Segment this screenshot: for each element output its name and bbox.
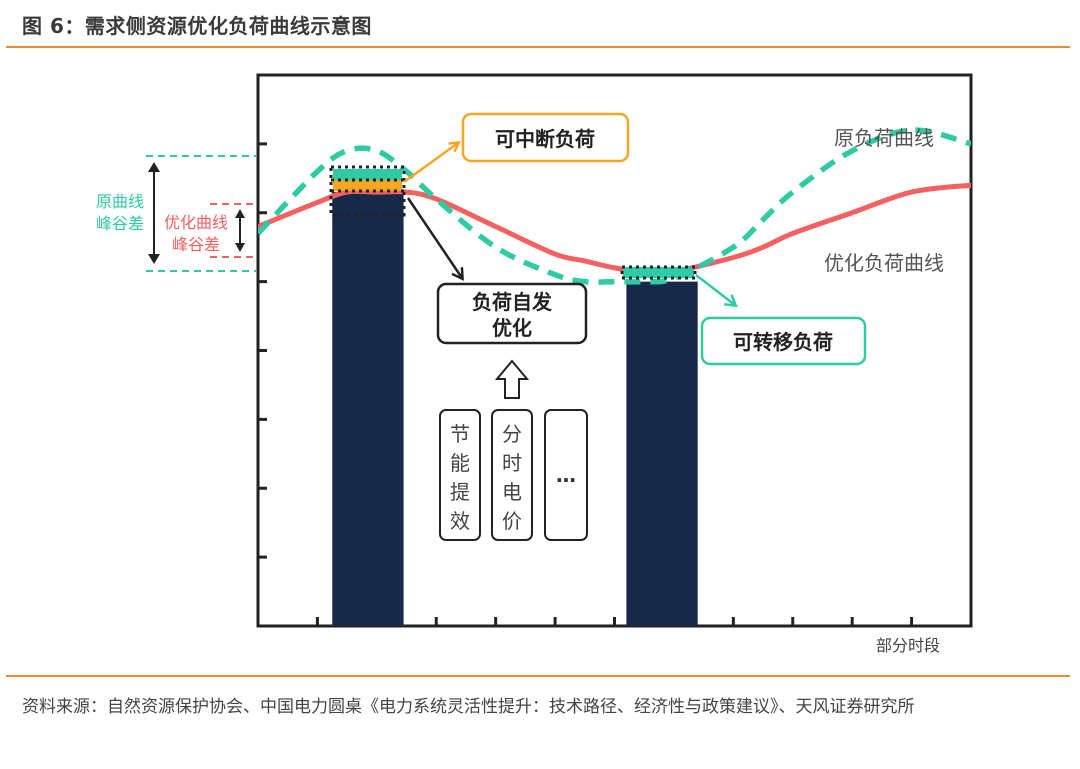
transferable-load-label: 可转移负荷 xyxy=(733,330,833,354)
measure-char: 提 xyxy=(450,480,470,504)
measure-char: 节 xyxy=(450,422,470,446)
spontaneous-arrow xyxy=(406,197,462,278)
measure-char: 分 xyxy=(502,422,522,446)
original-load-curve xyxy=(258,127,971,285)
measure-others: … xyxy=(544,409,588,541)
orig-diff-label-2: 峰谷差 xyxy=(96,214,144,233)
title-divider xyxy=(6,46,1070,48)
optimized-load-curve xyxy=(258,182,971,275)
valley-transferable-band xyxy=(623,267,694,278)
valley-period-bar xyxy=(626,281,698,626)
source-note: 资料来源：自然资源保护协会、中国电力圆桌《电力系统灵活性提升：技术路径、经济性与… xyxy=(22,697,915,717)
valley-dotted-frame xyxy=(620,265,697,280)
orig-diff-label-1: 原曲线 xyxy=(96,192,144,211)
opt-diff-arrow-head-down xyxy=(235,243,245,252)
ellipsis-label: … xyxy=(556,463,576,487)
interruptible-band xyxy=(333,180,402,191)
peak-transferable-band xyxy=(333,169,402,180)
interruptible-arrow xyxy=(403,143,458,184)
bars-group xyxy=(332,192,698,626)
source-divider xyxy=(6,675,1070,677)
measure-char: 效 xyxy=(450,509,470,533)
up-arrow-icon xyxy=(494,359,530,399)
interruptible-load-label: 可中断负荷 xyxy=(495,127,595,151)
original-curve-label: 原负荷曲线 xyxy=(834,126,934,150)
measure-char: 价 xyxy=(502,509,522,533)
x-axis-label: 部分时段 xyxy=(876,636,940,655)
opt-diff-label-1: 优化曲线 xyxy=(164,213,228,232)
measure-time-of-use-pricing: 分 时 电 价 xyxy=(491,409,533,541)
orig-diff-arrow-head-down xyxy=(148,254,160,264)
transferable-load-box xyxy=(700,316,867,366)
peak-period-bar xyxy=(332,192,404,626)
figure-title: 图 6：需求侧资源优化负荷曲线示意图 xyxy=(22,14,372,38)
y-axis-ticks xyxy=(258,142,267,559)
measure-char: 时 xyxy=(502,451,522,475)
opt-diff-arrow-head-up xyxy=(235,209,245,218)
opt-diff-label-2: 峰谷差 xyxy=(172,235,220,254)
measure-char: 能 xyxy=(450,451,470,475)
measure-energy-efficiency: 节 能 提 效 xyxy=(439,409,481,541)
interruptible-load-box xyxy=(461,112,630,163)
spontaneous-opt-label-2: 优化 xyxy=(492,316,532,340)
orig-diff-arrow-head-up xyxy=(148,162,160,172)
optimized-curve-label: 优化负荷曲线 xyxy=(824,251,944,275)
spontaneous-opt-label-1: 负荷自发 xyxy=(472,290,553,314)
transferable-arrow xyxy=(695,274,735,305)
chart-canvas: 可中断负荷 负荷自发 优化 节 能 提 效 分 时 电 价 … 可转移负荷 原负… xyxy=(96,73,973,655)
spontaneous-opt-box xyxy=(436,282,588,345)
measure-char: 电 xyxy=(502,480,522,504)
